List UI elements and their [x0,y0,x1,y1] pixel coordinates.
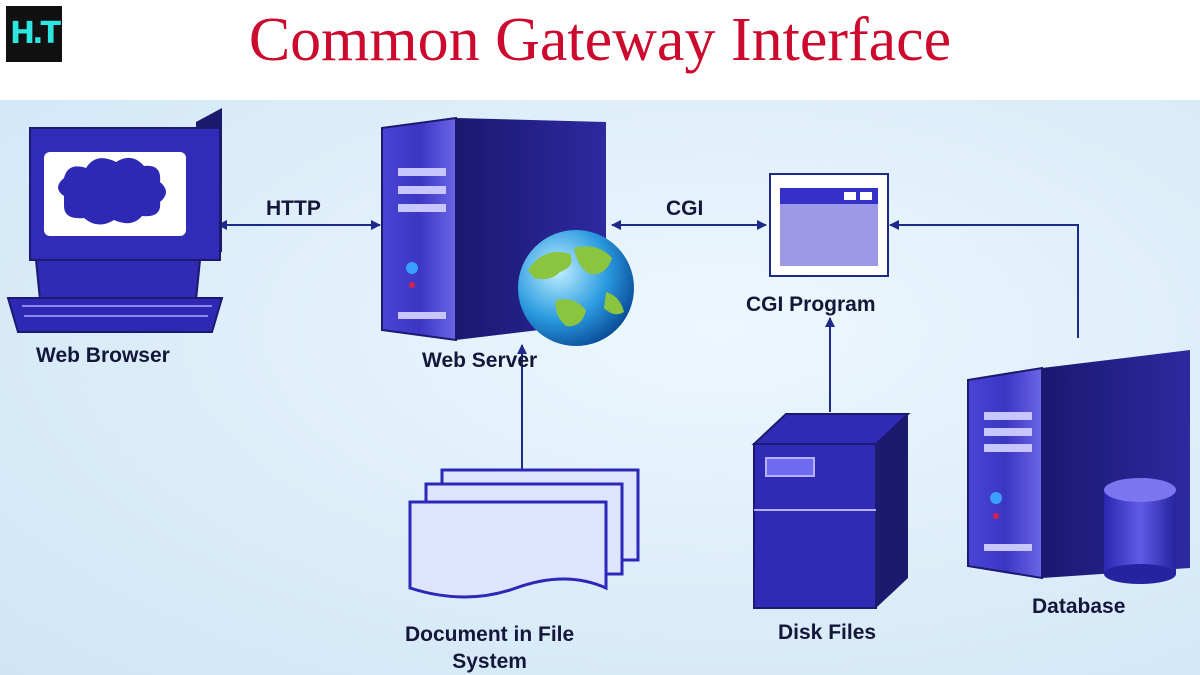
database-label: Database [1032,595,1126,618]
http-label: HTTP [266,197,321,220]
header: H.T Common Gateway Interface [0,0,1200,100]
database-cylinder-icon [1104,478,1176,584]
window-icon [769,173,889,277]
globe-icon [518,230,634,346]
logo: H.T [6,6,62,62]
document-label-line1: Document in File [405,623,575,646]
diagram-svg [6,108,1190,609]
document-file-system-label: Document in File System [405,621,574,675]
web-server-label: Web Server [422,349,538,372]
document-label-line2: System [452,650,527,673]
file-cabinet-icon [751,413,911,609]
diagram-canvas: HTTP CGI Web Browser Web Server CGI Prog… [0,100,1200,675]
documents-icon [408,468,640,599]
disk-files-label: Disk Files [778,621,877,644]
database-to-cgi-arrow [889,220,1079,338]
monitor-icon [6,108,224,333]
cgi-program-label: CGI Program [746,293,876,316]
cgi-label: CGI [666,197,704,220]
web-browser-label: Web Browser [36,344,170,367]
page-title: Common Gateway Interface [248,6,952,74]
